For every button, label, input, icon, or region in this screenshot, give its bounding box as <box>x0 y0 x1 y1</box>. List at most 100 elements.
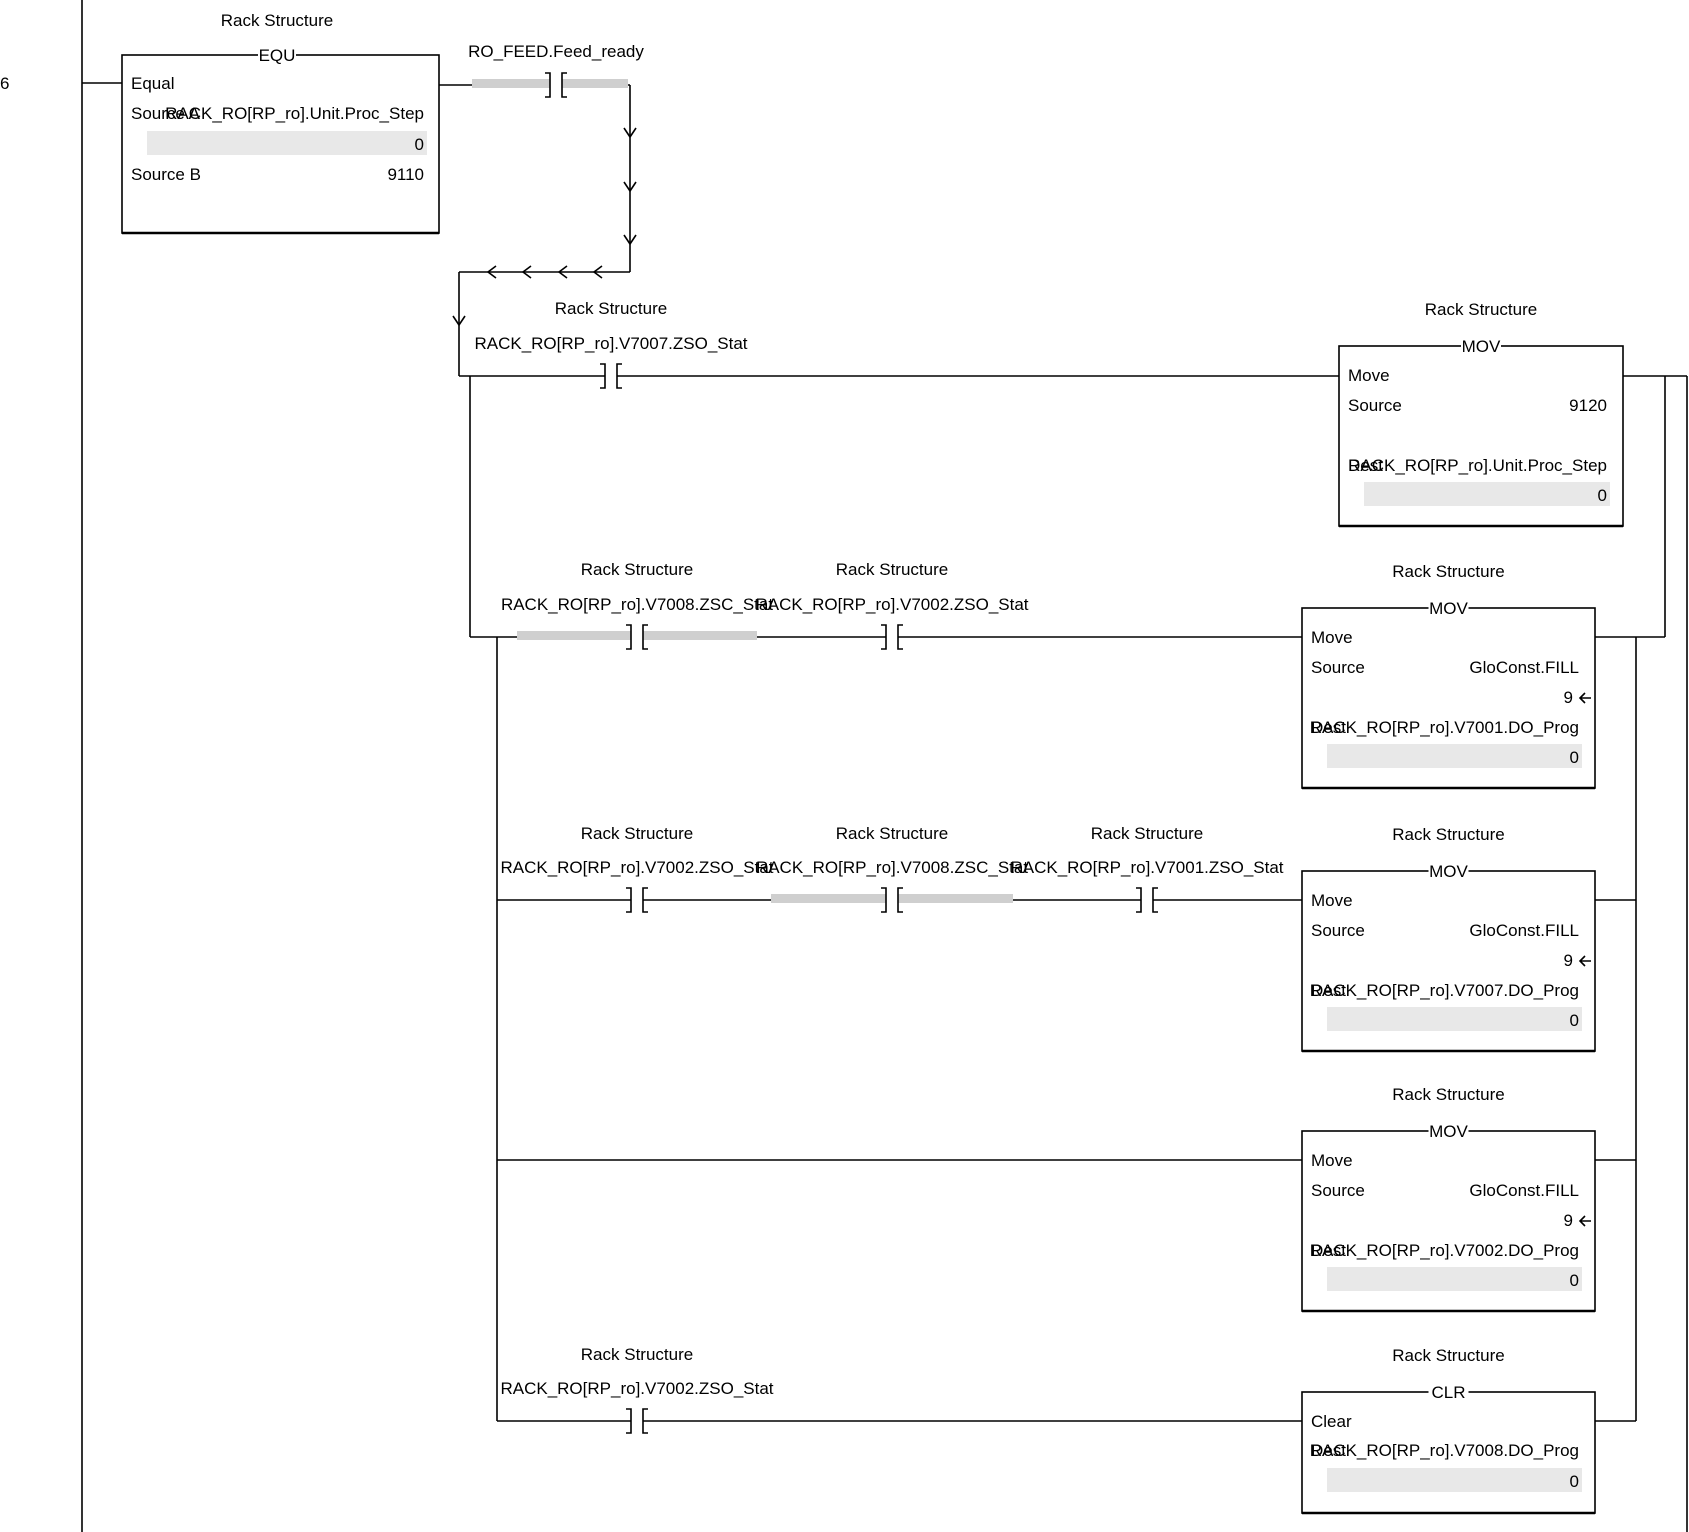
dest-tag[interactable]: RACK_RO[RP_ro].V7002.DO_Prog <box>1310 1241 1579 1260</box>
source-tag[interactable]: GloConst.FILL <box>1469 921 1579 940</box>
source-tag[interactable]: GloConst.FILL <box>1469 1181 1579 1200</box>
dest-value: 0 <box>1570 1011 1579 1030</box>
block-title: Move <box>1311 891 1353 910</box>
block-scope-label: Rack Structure <box>1392 1085 1504 1104</box>
source-value: 9 <box>1564 951 1573 970</box>
contact-right-bracket <box>561 72 567 98</box>
dest-label: Dest <box>1311 1241 1346 1260</box>
dest-tag[interactable]: RACK_RO[RP_ro].Unit.Proc_Step <box>1348 456 1607 475</box>
equ-source-a-label: Source A <box>131 104 201 123</box>
dest-value: 0 <box>1570 748 1579 767</box>
dest-label: Dest <box>1311 981 1346 1000</box>
contact-right-bracket <box>616 363 622 389</box>
source-label: Source <box>1348 396 1402 415</box>
source-value: 9 <box>1564 688 1573 707</box>
equ-instruction[interactable]: Rack Structure EQU Equal Source A RACK_R… <box>121 11 440 235</box>
contact-left-bracket <box>881 624 887 650</box>
contact-right-bracket <box>642 624 648 650</box>
dest-label: Dest <box>1348 456 1383 475</box>
xic-contact-feed-ready[interactable]: RO_FEED.Feed_ready <box>468 42 644 99</box>
block-title: Move <box>1348 366 1390 385</box>
block-scope-label: Rack Structure <box>1425 300 1537 319</box>
equ-source-a-tag[interactable]: RACK_RO[RP_ro].Unit.Proc_Step <box>165 104 424 123</box>
contact-left-bracket <box>881 887 887 913</box>
dest-label: Dest <box>1311 718 1346 737</box>
power-flow-arrows <box>452 127 637 327</box>
contact-tag[interactable]: RACK_RO[RP_ro].V7002.ZSO_Stat <box>500 1379 773 1398</box>
contact-scope-label: Rack Structure <box>836 824 948 843</box>
contact-scope-label: Rack Structure <box>581 1345 693 1364</box>
block-scope-label: Rack Structure <box>1392 1346 1504 1365</box>
source-tag[interactable]: GloConst.FILL <box>1469 658 1579 677</box>
equ-scope-label: Rack Structure <box>221 11 333 30</box>
contact-right-bracket <box>642 887 648 913</box>
equ-source-a-value: 0 <box>415 135 424 154</box>
block-title: Move <box>1311 628 1353 647</box>
forced-arrow-icon <box>1578 1215 1591 1227</box>
contact-left-bracket <box>1136 887 1142 913</box>
contact-tag[interactable]: RACK_RO[RP_ro].V7002.ZSO_Stat <box>500 858 773 877</box>
block-mnemonic: MOV <box>1429 599 1468 618</box>
block-scope-label: Rack Structure <box>1392 562 1504 581</box>
xic-contact-b4-v7002-zso[interactable]: Rack StructureRACK_RO[RP_ro].V7002.ZSO_S… <box>500 1345 774 1435</box>
contact-right-bracket <box>1152 887 1158 913</box>
equ-source-b-value[interactable]: 9110 <box>387 165 424 184</box>
block-mnemonic: MOV <box>1429 862 1468 881</box>
contact-scope-label: Rack Structure <box>836 560 948 579</box>
block-mnemonic: MOV <box>1462 337 1501 356</box>
equ-source-b-label: Source B <box>131 165 201 184</box>
dest-label: Dest <box>1311 1441 1346 1460</box>
contact-scope-label: Rack Structure <box>581 824 693 843</box>
contact-left-bracket <box>626 624 632 650</box>
dest-tag[interactable]: RACK_RO[RP_ro].V7008.DO_Prog <box>1310 1441 1579 1460</box>
contact-tag[interactable]: RO_FEED.Feed_ready <box>468 42 644 61</box>
contact-left-bracket <box>545 72 551 98</box>
dest-value: 0 <box>1570 1271 1579 1290</box>
contact-scope-label: Rack Structure <box>555 299 667 318</box>
contact-left-bracket <box>626 1408 632 1434</box>
xic-contact-b2-v7001-zso[interactable]: Rack StructureRACK_RO[RP_ro].V7001.ZSO_S… <box>1010 824 1284 914</box>
source-label: Source <box>1311 921 1365 940</box>
xic-contact-v7007-zso-main[interactable]: Rack StructureRACK_RO[RP_ro].V7007.ZSO_S… <box>474 299 748 390</box>
contact-right-bracket <box>897 887 903 913</box>
contact-tag[interactable]: RACK_RO[RP_ro].V7007.ZSO_Stat <box>474 334 747 353</box>
equ-title: Equal <box>131 74 174 93</box>
contact-tag[interactable]: RACK_RO[RP_ro].V7001.ZSO_Stat <box>1010 858 1283 877</box>
dest-tag[interactable]: RACK_RO[RP_ro].V7007.DO_Prog <box>1310 981 1579 1000</box>
block-mnemonic: MOV <box>1429 1122 1468 1141</box>
block-title: Move <box>1311 1151 1353 1170</box>
contact-left-bracket <box>600 363 606 389</box>
contact-scope-label: Rack Structure <box>1091 824 1203 843</box>
xic-contact-b2-v7008-zsc[interactable]: Rack StructureRACK_RO[RP_ro].V7008.ZSC_S… <box>756 824 1028 914</box>
equ-mnemonic: EQU <box>259 46 296 65</box>
contact-tag[interactable]: RACK_RO[RP_ro].V7002.ZSO_Stat <box>755 595 1028 614</box>
contact-scope-label: Rack Structure <box>581 560 693 579</box>
contact-tag[interactable]: RACK_RO[RP_ro].V7008.ZSC_Stat <box>756 858 1028 877</box>
source-value[interactable]: 9120 <box>1569 396 1607 415</box>
clr-b4-instruction[interactable]: Rack StructureCLRClearDestRACK_RO[RP_ro]… <box>1301 1346 1596 1515</box>
contact-left-bracket <box>626 887 632 913</box>
source-label: Source <box>1311 1181 1365 1200</box>
block-scope-label: Rack Structure <box>1392 825 1504 844</box>
dest-tag[interactable]: RACK_RO[RP_ro].V7001.DO_Prog <box>1310 718 1579 737</box>
source-label: Source <box>1311 658 1365 677</box>
contact-right-bracket <box>897 624 903 650</box>
xic-contact-b2-v7002-zso[interactable]: Rack StructureRACK_RO[RP_ro].V7002.ZSO_S… <box>500 824 774 914</box>
forced-arrow-icon <box>1578 692 1591 704</box>
source-value: 9 <box>1564 1211 1573 1230</box>
contact-tag[interactable]: RACK_RO[RP_ro].V7008.ZSC_Stat <box>501 595 773 614</box>
rung-number: 6 <box>0 74 9 93</box>
dest-value: 0 <box>1598 486 1607 505</box>
contact-right-bracket <box>642 1408 648 1434</box>
xic-contact-b1-v7002-zso[interactable]: Rack StructureRACK_RO[RP_ro].V7002.ZSO_S… <box>755 560 1029 651</box>
xic-contact-b1-v7008-zsc[interactable]: Rack StructureRACK_RO[RP_ro].V7008.ZSC_S… <box>501 560 773 651</box>
dest-value: 0 <box>1570 1472 1579 1491</box>
block-mnemonic: CLR <box>1431 1383 1465 1402</box>
